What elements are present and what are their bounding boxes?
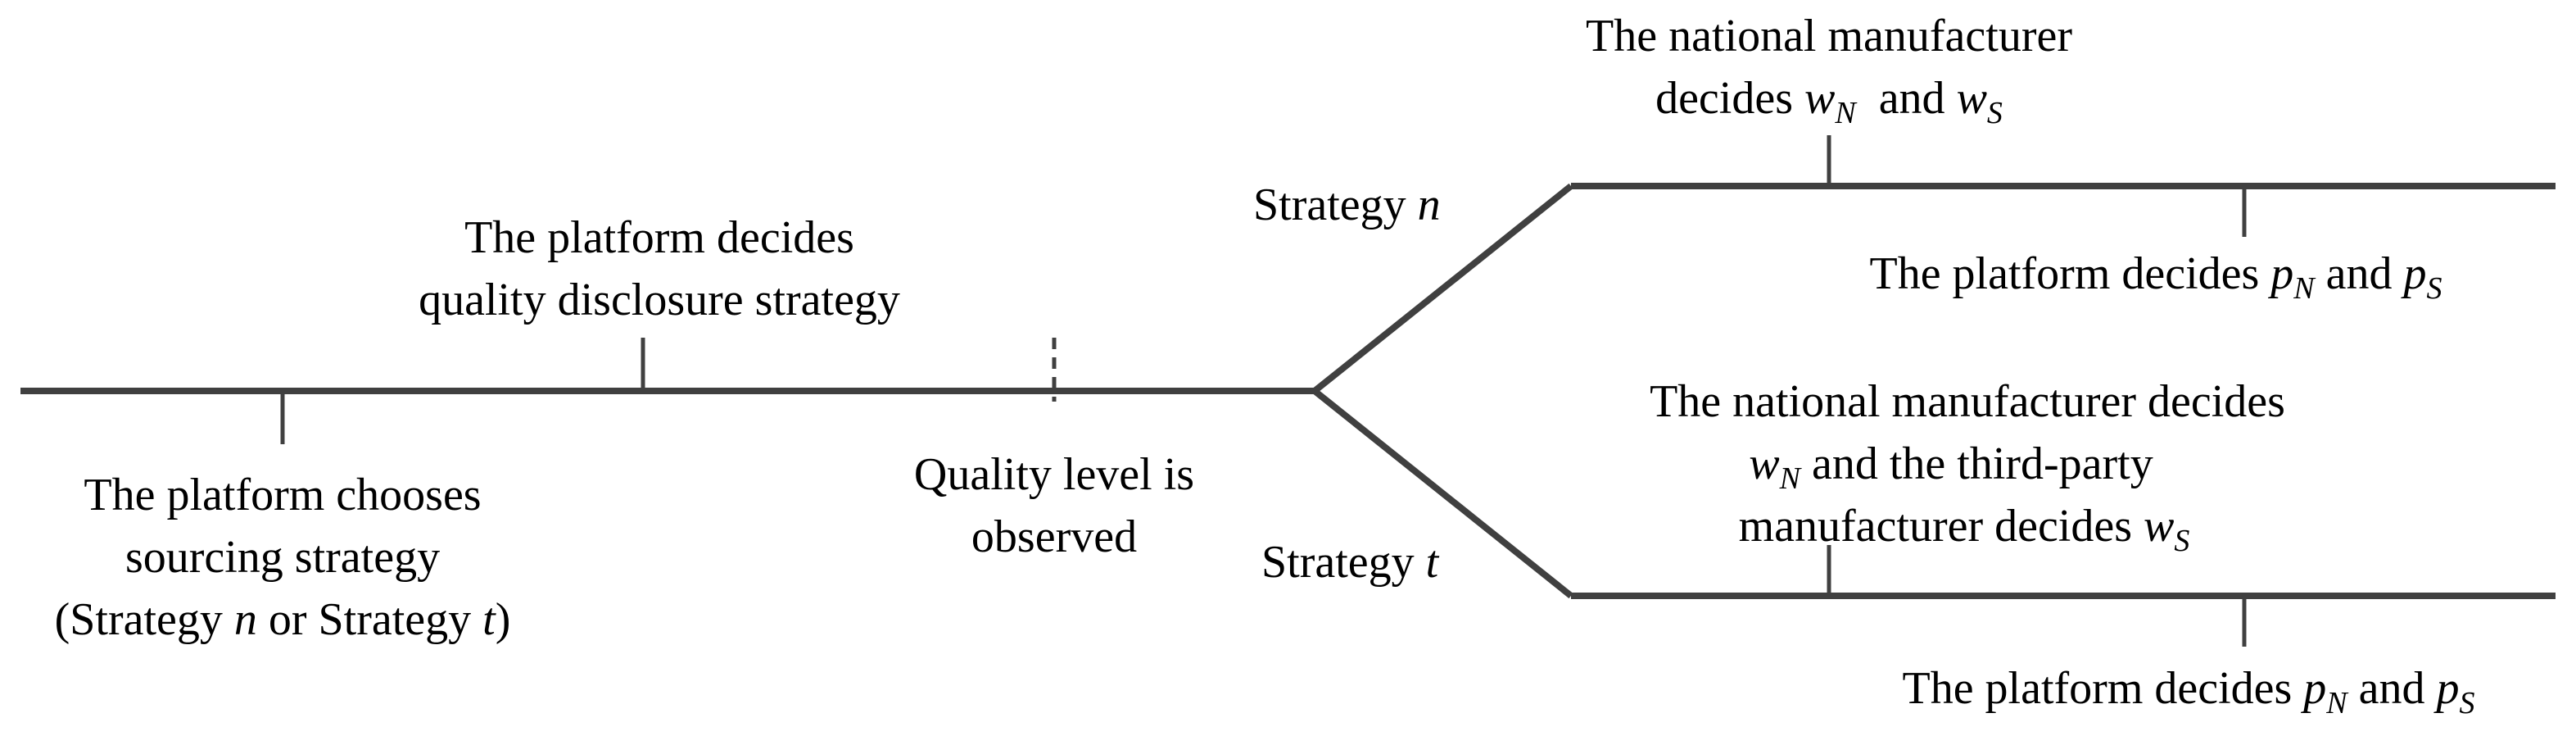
strategy-n-label: Strategy n <box>1253 179 1441 230</box>
sourcing-line-3-prefix: (Strategy <box>55 594 234 645</box>
quality-line-2: observed <box>971 511 1137 562</box>
sourcing-line-2: sourcing strategy <box>125 532 440 583</box>
sourcing-strategy-label: The platform chooses sourcing strategy (… <box>55 470 511 645</box>
branch-n-decides-text: decides <box>1655 73 1804 124</box>
branch-t-connector <box>1312 388 1573 599</box>
branch-n-platform-text: The platform decides <box>1869 248 2270 299</box>
disclosure-line-1: The platform decides <box>464 212 854 263</box>
strategy-t-text: Strategy <box>1261 537 1426 588</box>
disclosure-strategy-label: The platform decides quality disclosure … <box>419 212 900 325</box>
quality-observed-label: Quality level is observed <box>914 449 1194 562</box>
branch-t-platform-label: The platform decides pN and pS <box>1902 663 2474 720</box>
strategy-t-var: t <box>1426 537 1440 588</box>
branch-t-manufacturer-line-3: manufacturer decides wS <box>1739 501 2190 558</box>
sourcing-var-t: t <box>482 594 496 645</box>
sub-S: S <box>2174 524 2189 558</box>
branch-t-decides-text: manufacturer decides <box>1739 501 2144 552</box>
strategy-n-text: Strategy <box>1253 179 1418 230</box>
sub-N: N <box>2293 271 2316 306</box>
var-w: w <box>1804 73 1835 124</box>
sub-N: N <box>2325 686 2349 720</box>
sourcing-line-3: (Strategy n or Strategy t) <box>55 594 511 645</box>
strategy-n-var: n <box>1418 179 1441 230</box>
disclosure-line-2: quality disclosure strategy <box>419 275 900 325</box>
sub-S: S <box>1987 96 2003 130</box>
sourcing-line-3-mid: or Strategy <box>257 594 482 645</box>
branch-n-platform-label: The platform decides pN and pS <box>1869 248 2442 306</box>
branch-t-platform-text: The platform decides <box>1902 663 2303 714</box>
var-p: p <box>2433 663 2460 714</box>
var-p: p <box>2300 663 2326 714</box>
branch-t-manufacturer-line-2: wN and the third-party <box>1749 438 2153 496</box>
sourcing-var-n: n <box>234 594 257 645</box>
var-w: w <box>1749 438 1779 489</box>
branch-t-platform-and: and <box>2347 663 2437 714</box>
branch-n-platform-and: and <box>2315 248 2404 299</box>
var-p: p <box>2401 248 2427 299</box>
sub-S: S <box>2460 686 2475 720</box>
branch-t-manufacturer-label: The national manufacturer decides wN and… <box>1650 376 2285 558</box>
var-p: p <box>2267 248 2293 299</box>
branch-n-manufacturer-label: The national manufacturer decides wN and… <box>1586 11 2072 130</box>
sub-N: N <box>1834 96 1858 130</box>
sourcing-line-1: The platform chooses <box>84 470 481 520</box>
var-w: w <box>2144 501 2174 552</box>
branch-n-manufacturer-line-2: decides wN and wS <box>1655 73 2003 130</box>
quality-line-1: Quality level is <box>914 449 1194 500</box>
branch-t-manufacturer-line-1: The national manufacturer decides <box>1650 376 2285 427</box>
branch-n-manufacturer-line-1: The national manufacturer <box>1586 11 2072 61</box>
branch-n-and-text: and <box>1856 73 1957 124</box>
branch-t-third-party-text: and the third-party <box>1800 438 2153 489</box>
sub-S: S <box>2427 271 2442 306</box>
var-w: w <box>1957 73 1987 124</box>
branch-n-connector <box>1312 183 1573 394</box>
sub-N: N <box>1779 461 1803 496</box>
strategy-t-label: Strategy t <box>1261 537 1440 588</box>
sourcing-line-3-suffix: ) <box>496 594 511 645</box>
